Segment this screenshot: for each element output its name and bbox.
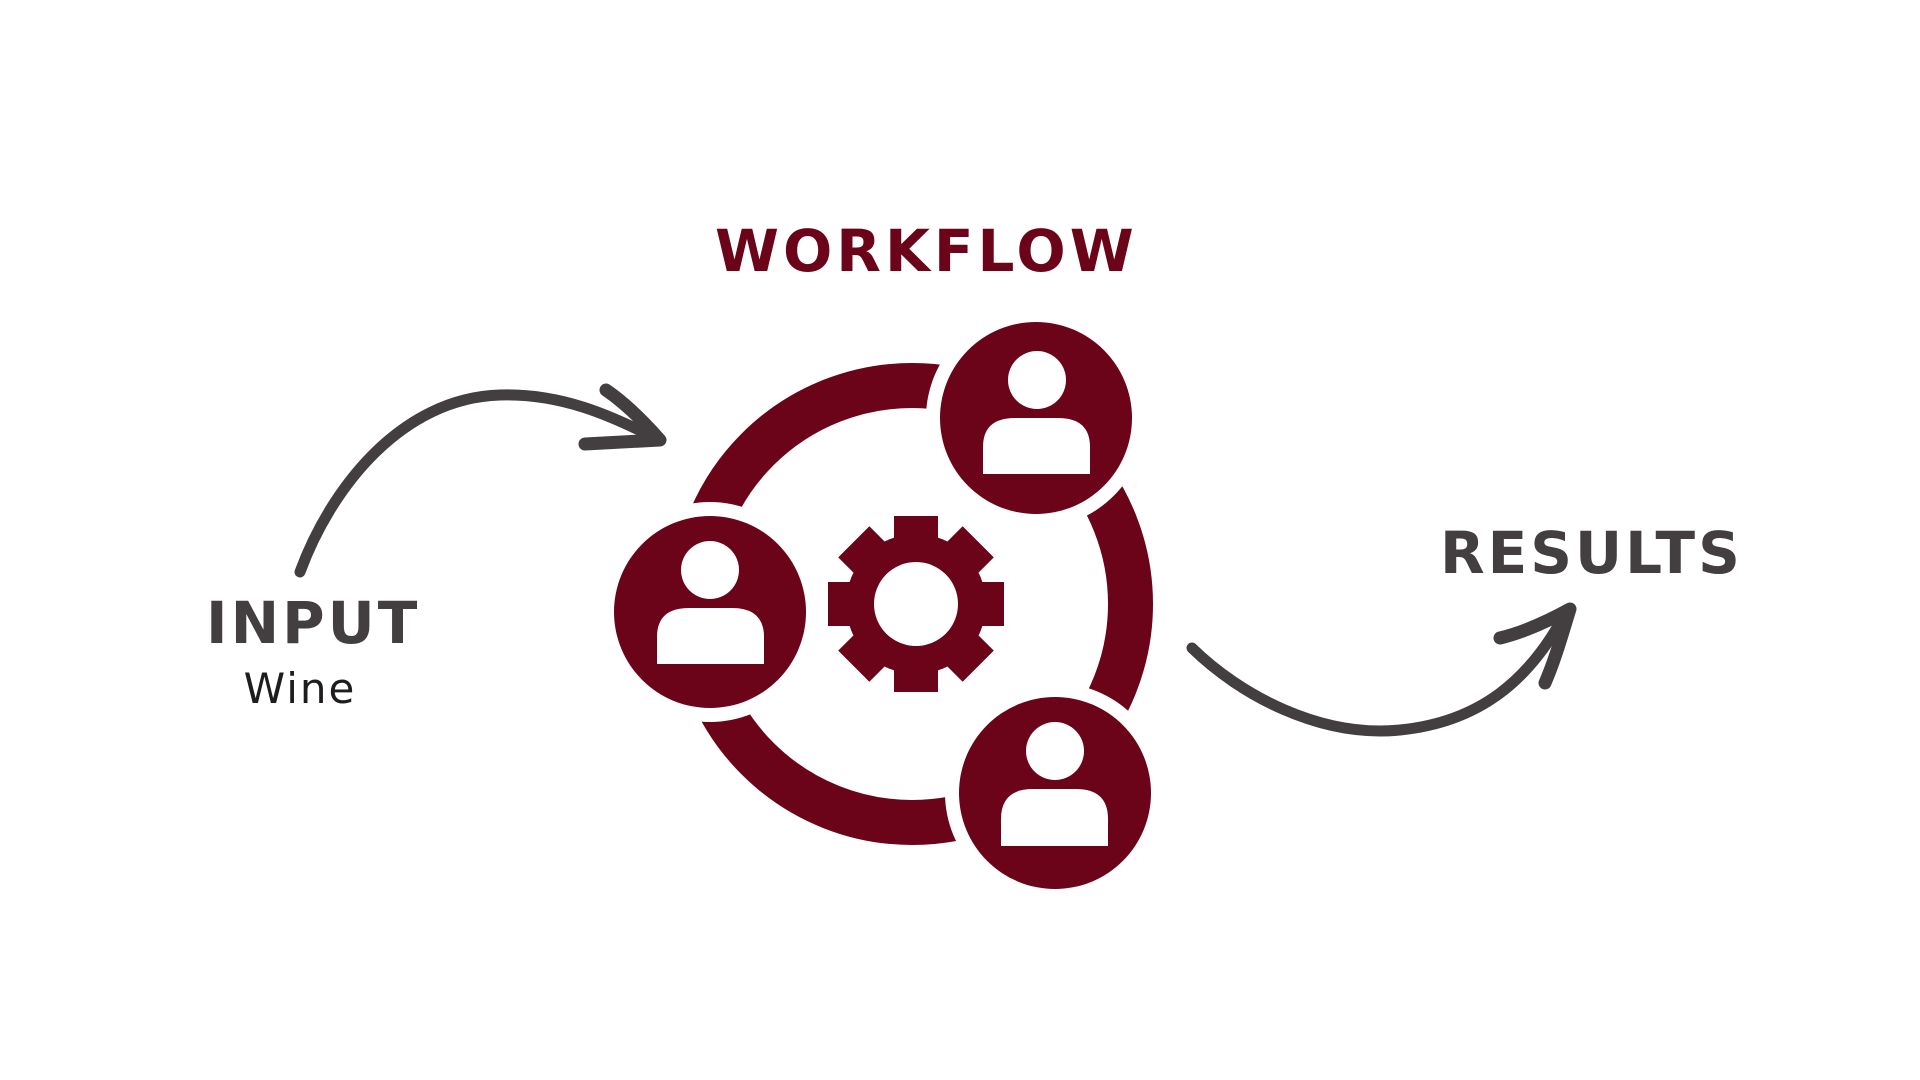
curved-arrow-icon bbox=[1186, 602, 1577, 737]
person-icon bbox=[614, 516, 806, 708]
person-icon bbox=[940, 322, 1132, 514]
workflow-title: WORKFLOW bbox=[715, 217, 1138, 285]
curved-arrow-icon bbox=[294, 383, 667, 578]
input-subtitle: Wine bbox=[243, 664, 357, 713]
gear-icon bbox=[828, 516, 1004, 692]
person-icon bbox=[959, 697, 1151, 889]
input-title: INPUT bbox=[206, 589, 421, 657]
results-title: RESULTS bbox=[1440, 519, 1743, 587]
